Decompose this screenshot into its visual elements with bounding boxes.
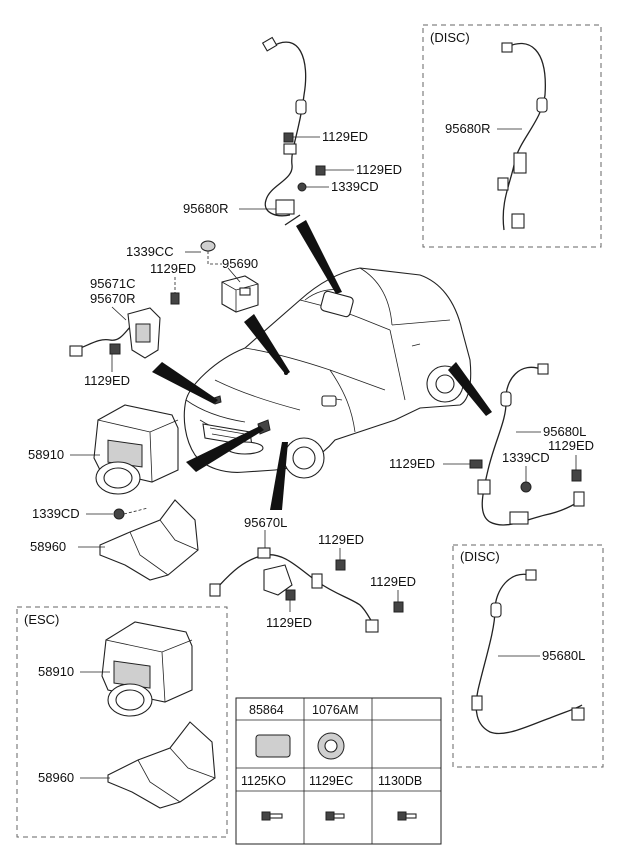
bolt-1129ec-icon xyxy=(325,811,345,821)
bolt-1129ed-h xyxy=(393,590,404,613)
clip-1339cd-c xyxy=(520,466,532,493)
label-95680l-main: 95680L xyxy=(543,424,586,439)
label-1129ed-f: 1129ED xyxy=(389,456,435,471)
label-58910-esc: 58910 xyxy=(38,664,74,679)
label-1339cd-c: 1339CD xyxy=(502,450,550,465)
pointer-to-yaw-sensor xyxy=(244,314,290,375)
pad-85864-icon xyxy=(255,734,291,758)
pointer-to-rear-left-sensor xyxy=(448,362,492,416)
pointer-wedges xyxy=(152,220,492,510)
label-58910-main: 58910 xyxy=(28,447,64,462)
label-1129ed-i: 1129ED xyxy=(266,615,312,630)
bolt-1129ed-f xyxy=(443,459,483,469)
bolt-1129ed-i xyxy=(285,589,296,612)
bolt-1129ed-c xyxy=(170,277,180,305)
label-1129ed-h: 1129ED xyxy=(370,574,416,589)
abs-module-58910-main xyxy=(70,404,179,495)
front-left-wheel-sensor-95670l xyxy=(209,530,379,633)
bolt-1129ed-b xyxy=(315,165,354,176)
abs-bracket-58960-main xyxy=(78,499,199,581)
label-1339cc: 1339CC xyxy=(126,244,174,259)
pointer-to-front-left-sensor xyxy=(270,442,288,510)
label-1129ed-a: 1129ED xyxy=(322,129,368,144)
disc-rear-right-sensor-95680r xyxy=(497,42,548,231)
car-body-illustration xyxy=(183,267,472,479)
yaw-rate-sensor-95690 xyxy=(221,267,259,313)
label-58960-esc: 58960 xyxy=(38,770,74,785)
clip-1339cd-b xyxy=(86,507,149,520)
hardware-parts-table: 85864 1076AM 1125KO 1129EC 1130DB xyxy=(235,697,442,845)
bolt-1129ed-g xyxy=(335,548,346,571)
disc-group-label-bottom: (DISC) xyxy=(460,549,500,564)
table-cell-1125ko: 1125KO xyxy=(241,774,286,788)
clip-1339cd-a xyxy=(297,182,329,192)
label-1129ed-b: 1129ED xyxy=(356,162,402,177)
label-1129ed-c: 1129ED xyxy=(150,261,196,276)
label-95680l-disc: 95680L xyxy=(542,648,585,663)
label-1129ed-e: 1129ED xyxy=(548,438,594,453)
bolt-1129ed-a xyxy=(283,132,320,143)
table-cell-1130db: 1130DB xyxy=(378,774,422,788)
label-1129ed-g: 1129ED xyxy=(318,532,364,547)
pointer-to-front-right-sensor xyxy=(152,362,218,404)
label-1339cd-a: 1339CD xyxy=(331,179,379,194)
label-95670r: 95670R xyxy=(90,291,136,306)
grommet-1339cc xyxy=(185,240,222,265)
label-95670l: 95670L xyxy=(244,515,287,530)
label-95671c: 95671C xyxy=(90,276,136,291)
pointer-to-abs-module xyxy=(186,426,264,472)
label-95690: 95690 xyxy=(222,256,258,271)
label-58960-main: 58960 xyxy=(30,539,66,554)
bolt-1130db-icon xyxy=(397,811,417,821)
esc-group-box xyxy=(16,606,228,838)
label-95680r-disc: 95680R xyxy=(445,121,491,136)
esc-module-58910 xyxy=(80,621,193,717)
rear-right-wheel-sensor-95680r xyxy=(261,36,307,226)
disc-group-label-top: (DISC) xyxy=(430,30,470,45)
rear-left-wheel-sensor-95680l xyxy=(477,363,585,526)
disc-rear-left-group-box xyxy=(452,544,604,768)
disc-rear-right-group-box xyxy=(422,24,602,248)
front-right-wheel-sensor-95670r xyxy=(69,306,161,372)
pointer-to-rear-right-sensor xyxy=(296,220,342,294)
bolt-1129ed-e xyxy=(571,455,582,482)
esc-bracket-58960 xyxy=(80,721,216,809)
disc-rear-left-sensor-95680l xyxy=(471,569,585,735)
table-cell-1076am: 1076AM xyxy=(312,703,359,717)
label-1339cd-b: 1339CD xyxy=(32,506,80,521)
table-cell-85864: 85864 xyxy=(249,703,284,717)
label-1129ed-d: 1129ED xyxy=(84,373,130,388)
bolt-1125ko-icon xyxy=(261,811,283,821)
table-cell-1129ec: 1129EC xyxy=(309,774,353,788)
label-95680r-main: 95680R xyxy=(183,201,229,216)
esc-group-label: (ESC) xyxy=(24,612,59,627)
